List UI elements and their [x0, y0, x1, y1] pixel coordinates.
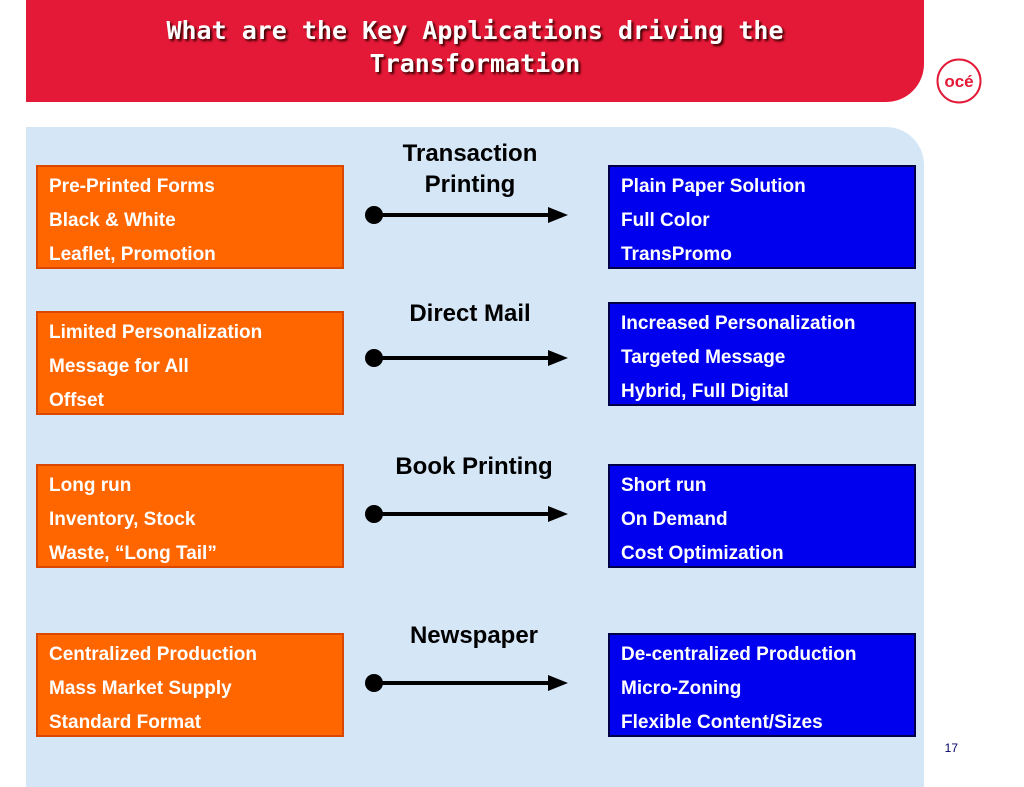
oce-logo: océ [936, 58, 982, 104]
to-item: Targeted Message [621, 347, 786, 368]
to-item: Hybrid, Full Digital [621, 381, 789, 402]
from-item: Black & White [49, 210, 176, 231]
to-item: Full Color [621, 210, 710, 231]
slide-title-line-1: What are the Key Applications driving th… [166, 16, 784, 45]
from-item: Waste, “Long Tail” [49, 543, 217, 564]
from-item: Centralized Production [49, 644, 257, 665]
to-item: De-centralized Production [621, 644, 857, 665]
row-label-direct-mail: Direct Mail [340, 298, 600, 329]
slide-title: What are the Key Applications driving th… [26, 14, 924, 80]
dot-arrow-icon [365, 674, 568, 692]
from-box-book-printing: Long run Inventory, Stock Waste, “Long T… [36, 464, 344, 568]
row-label-line-1: Direct Mail [409, 300, 531, 327]
title-banner [26, 0, 924, 102]
to-box-book-printing: Short run On Demand Cost Optimization [608, 464, 916, 568]
from-item: Long run [49, 475, 132, 496]
row-label-line-1: Newspaper [409, 622, 539, 649]
dot-arrow-icon [365, 505, 568, 523]
dot-arrow-icon [365, 349, 568, 367]
dot-arrow-icon [365, 206, 568, 224]
page-number: 17 [944, 741, 958, 755]
to-box-newspaper: De-centralized Production Micro-Zoning F… [608, 633, 916, 737]
to-item: Increased Personalization [621, 313, 856, 334]
to-item: Plain Paper Solution [621, 176, 806, 197]
from-box-transaction-printing: Pre-Printed Forms Black & White Leaflet,… [36, 165, 344, 269]
from-item: Inventory, Stock [49, 509, 196, 530]
from-item: Message for All [49, 356, 189, 377]
row-label-newspaper: Newspaper [344, 620, 604, 651]
to-item: On Demand [621, 509, 728, 530]
row-label-line-2: Printing [424, 171, 516, 198]
row-label-line-1: Transaction [402, 140, 538, 167]
from-item: Leaflet, Promotion [49, 244, 216, 265]
from-item: Limited Personalization [49, 322, 263, 343]
to-box-transaction-printing: Plain Paper Solution Full Color TransPro… [608, 165, 916, 269]
row-label-line-1: Book Printing [395, 453, 553, 480]
row-label-transaction-printing: Transaction Printing [340, 138, 600, 200]
from-item: Pre-Printed Forms [49, 176, 215, 197]
to-item: Micro-Zoning [621, 678, 742, 699]
logo-text: océ [944, 72, 973, 91]
from-box-direct-mail: Limited Personalization Message for All … [36, 311, 344, 415]
from-item: Offset [49, 390, 104, 411]
from-item: Standard Format [49, 712, 202, 733]
to-box-direct-mail: Increased Personalization Targeted Messa… [608, 302, 916, 406]
from-item: Mass Market Supply [49, 678, 232, 699]
from-box-newspaper: Centralized Production Mass Market Suppl… [36, 633, 344, 737]
to-item: TransPromo [621, 244, 732, 265]
to-item: Flexible Content/Sizes [621, 712, 823, 733]
to-item: Short run [621, 475, 707, 496]
slide-title-line-2: Transformation [369, 49, 581, 78]
to-item: Cost Optimization [621, 543, 784, 564]
row-label-book-printing: Book Printing [344, 451, 604, 482]
